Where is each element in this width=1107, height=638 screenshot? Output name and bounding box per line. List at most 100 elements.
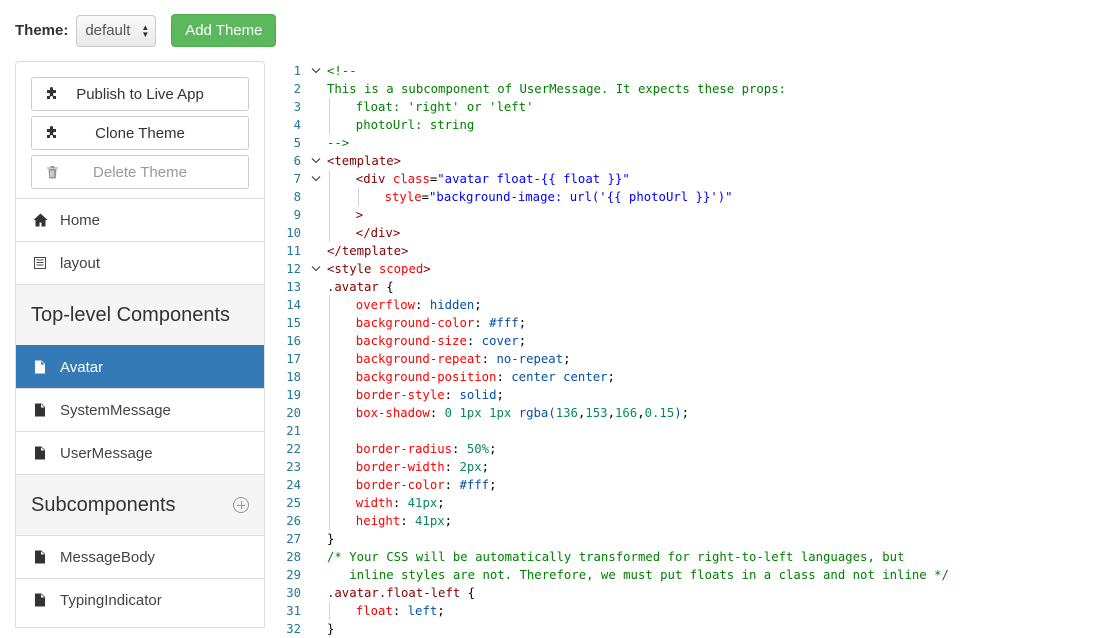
indent-guide (329, 458, 330, 476)
code-line[interactable]: 30.avatar.float-left { (283, 584, 1107, 602)
indent-guide (329, 602, 330, 620)
sidebar-item-typingindicator[interactable]: TypingIndicator (16, 578, 264, 621)
code-line[interactable]: 21 (283, 422, 1107, 440)
delete-theme-button[interactable]: Delete Theme (31, 155, 249, 189)
fold-chevron-icon[interactable] (301, 260, 327, 278)
code-line[interactable]: 13.avatar { (283, 278, 1107, 296)
fold-gutter (301, 386, 327, 404)
indent-guide (329, 386, 330, 404)
code-line[interactable]: 28 /* Your CSS will be automatically tran… (283, 548, 1107, 566)
code-token: float (355, 604, 393, 618)
line-number: 12 (286, 262, 301, 276)
fold-gutter (301, 350, 327, 368)
sidebar-item-layout[interactable]: layout (16, 241, 264, 284)
code-text: background-repeat: no-repeat; (327, 350, 1107, 368)
code-text: border-color: #fff; (327, 476, 1107, 494)
fold-gutter (301, 80, 327, 98)
theme-select[interactable]: default ▲▼ (76, 14, 157, 47)
code-token: height (355, 514, 401, 528)
sidebar-item-label: UserMessage (60, 444, 153, 462)
line-number: 9 (293, 208, 301, 222)
sidebar-item-label: TypingIndicator (60, 591, 162, 609)
add-theme-button[interactable]: Add Theme (171, 14, 277, 47)
add-subcomponent-icon[interactable] (233, 497, 249, 513)
sidebar-item-usermessage[interactable]: UserMessage (16, 431, 264, 474)
code-line[interactable]: 32} (283, 620, 1107, 638)
code-line[interactable]: 12<style scoped> (283, 260, 1107, 278)
fold-gutter (301, 188, 327, 206)
fold-chevron-icon[interactable] (301, 62, 327, 80)
line-number: 31 (286, 604, 301, 618)
code-text: border-style: solid; (327, 386, 1107, 404)
sidebar-item-home[interactable]: Home (16, 198, 264, 241)
fold-gutter (301, 584, 327, 602)
code-line[interactable]: 9> (283, 206, 1107, 224)
line-number: 10 (286, 226, 301, 240)
file-icon (32, 550, 48, 564)
line-number: 30 (286, 586, 301, 600)
select-arrows-icon: ▲▼ (141, 22, 150, 39)
code-editor[interactable]: 1<!-- 2 This is a subcomponent of UserMess… (283, 61, 1107, 636)
indent-guide (329, 98, 330, 116)
line-number: 1 (293, 64, 301, 78)
line-number: 2 (293, 82, 301, 96)
code-token: : (444, 460, 460, 474)
code-text: This is a subcomponent of UserMessage. I… (327, 80, 1107, 98)
code-token: : (481, 352, 497, 366)
fold-gutter (301, 548, 327, 566)
code-line[interactable]: 1<!-- (283, 62, 1107, 80)
code-token: , (607, 406, 615, 420)
code-line[interactable]: 5--> (283, 134, 1107, 152)
code-token: : (429, 406, 445, 420)
code-line[interactable]: 7<div class="avatar float-{{ float }}" (283, 170, 1107, 188)
code-token: ; (518, 334, 527, 348)
code-line[interactable]: 10</div> (283, 224, 1107, 242)
code-token: ; (681, 406, 690, 420)
line-number: 11 (286, 244, 301, 258)
sidebar-item-systemmessage[interactable]: SystemMessage (16, 388, 264, 431)
code-token: style (384, 190, 422, 204)
code-text: /* Your CSS will be automatically transf… (327, 548, 1107, 566)
fold-gutter (301, 278, 327, 296)
line-number: 28 (286, 550, 301, 564)
sidebar-item-label: Home (60, 211, 101, 229)
code-text: box-shadow: 0 1px 1px rgba(136,153,166,0… (327, 404, 1107, 422)
sidebar-item-messagebody[interactable]: MessageBody (16, 535, 264, 578)
code-token: : (400, 514, 416, 528)
code-token: cover (481, 334, 519, 348)
publish-to-live-app-button[interactable]: Publish to Live App (31, 77, 249, 111)
file-icon (32, 403, 48, 417)
fold-chevron-icon[interactable] (301, 152, 327, 170)
code-line[interactable]: 29 inline styles are not. Therefore, we … (283, 566, 1107, 584)
fold-chevron-icon[interactable] (301, 170, 327, 188)
code-line[interactable]: 6<template> (283, 152, 1107, 170)
sidebar-item-avatar[interactable]: Avatar (16, 345, 264, 388)
code-line[interactable]: 27} (283, 530, 1107, 548)
code-token: = (421, 190, 430, 204)
code-token: solid (459, 388, 497, 402)
code-text: <div class="avatar float-{{ float }}" (327, 170, 1107, 188)
subcomponents-header: Subcomponents (16, 474, 264, 535)
code-token: ; (489, 442, 497, 456)
code-line[interactable]: 2 This is a subcomponent of UserMessage. … (283, 80, 1107, 98)
code-line[interactable]: 11</template> (283, 242, 1107, 260)
clone-theme-button[interactable]: Clone Theme (31, 116, 249, 150)
code-text: } (327, 620, 1107, 638)
code-token: class (392, 172, 430, 186)
